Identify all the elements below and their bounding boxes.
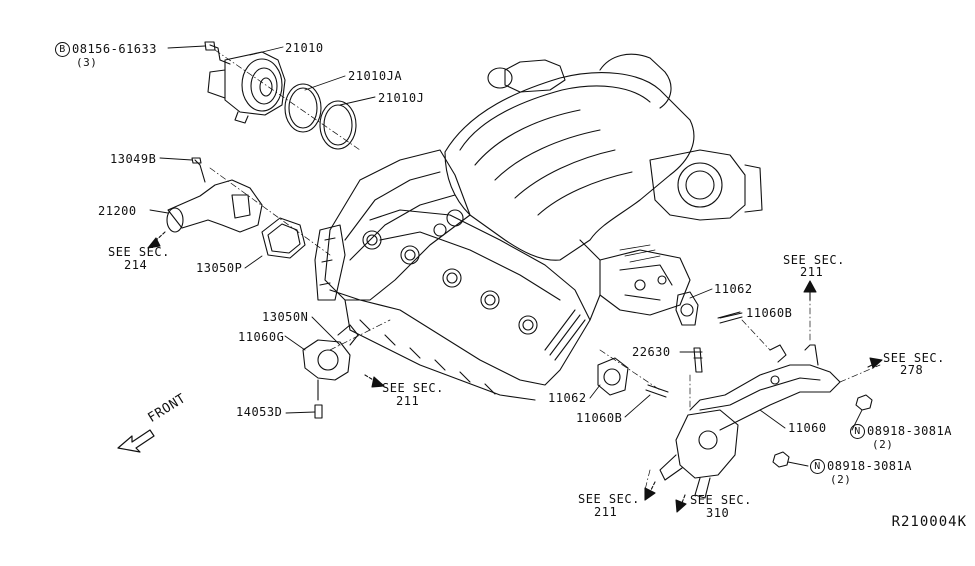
part-label-11062-a: 11062 [714, 282, 753, 296]
part-number: 08156-61633 [72, 42, 157, 56]
gasket-13050p [261, 217, 306, 259]
part-label-21200: 21200 [98, 204, 137, 218]
see-sec-211-c-text: SEE SEC. [578, 492, 640, 506]
see-sec-211-a-text: SEE SEC. [382, 381, 444, 395]
water-outlet [166, 157, 263, 233]
part-number: 08918-3081A [867, 424, 952, 438]
part-qty-08918-b: (2) [830, 473, 852, 486]
nut-08918-b [772, 451, 790, 468]
part-label-21010j: 21010J [378, 91, 425, 105]
front-arrow-icon [117, 429, 155, 453]
arrow-310 [675, 499, 687, 513]
nut-marker: N [810, 459, 825, 474]
arrow-211-b [803, 280, 817, 293]
section-arrows [147, 231, 883, 513]
part-number: 08918-3081A [827, 459, 912, 473]
see-sec-278-text: SEE SEC. [883, 351, 945, 365]
stud-11060b-a [717, 311, 743, 324]
part-label-21010: 21010 [285, 41, 324, 55]
see-sec-214-num: 214 [124, 258, 148, 272]
gasket-21010j [319, 100, 357, 150]
part-label-11060b-b: 11060B [576, 411, 623, 425]
arrow-214 [147, 237, 161, 249]
part-label-21010ja: 21010JA [348, 69, 403, 83]
part-qty-08156: (3) [76, 56, 98, 69]
diagram-code: R210004K [891, 514, 967, 530]
gasket-11062-b [597, 357, 629, 396]
water-pump [204, 41, 286, 124]
arrow-211-a [371, 376, 385, 388]
see-sec-211-c-num: 211 [594, 505, 618, 519]
see-sec-278-num: 278 [900, 363, 924, 377]
part-label-13049b: 13049B [110, 152, 157, 166]
part-label-14053d: 14053D [236, 405, 283, 419]
bolt-marker: B [55, 42, 70, 57]
part-label-13050p: 13050P [196, 261, 243, 275]
part-label-11060: 11060 [788, 421, 827, 435]
engine-block [314, 53, 763, 401]
coolant-housing [659, 409, 739, 499]
part-label-11062-b: 11062 [548, 391, 587, 405]
gasket-11062-a [675, 291, 699, 326]
arrow-278 [869, 357, 883, 369]
see-sec-211-b-text: SEE SEC. [783, 253, 845, 267]
water-pipe [689, 344, 841, 431]
part-label-22630: 22630 [632, 345, 671, 359]
temp-sensor [693, 347, 703, 373]
see-sec-214-text: SEE SEC. [108, 245, 170, 259]
see-sec-211-a-num: 211 [396, 394, 420, 408]
see-sec-211-b-num: 211 [800, 265, 824, 279]
thermostat-housing [302, 324, 359, 419]
leader-lines [149, 45, 863, 467]
arrow-211-c [644, 487, 656, 501]
nut-marker: N [850, 424, 865, 439]
gasket-21010ja [284, 83, 322, 133]
part-label-13050n: 13050N [262, 310, 309, 324]
part-label-11060b-a: 11060B [746, 306, 793, 320]
nut-08918-a [855, 394, 873, 411]
part-label-11060g: 11060G [238, 330, 285, 344]
see-sec-310-num: 310 [706, 506, 730, 520]
part-qty-08918-a: (2) [872, 438, 894, 451]
see-sec-310-text: SEE SEC. [690, 493, 752, 507]
